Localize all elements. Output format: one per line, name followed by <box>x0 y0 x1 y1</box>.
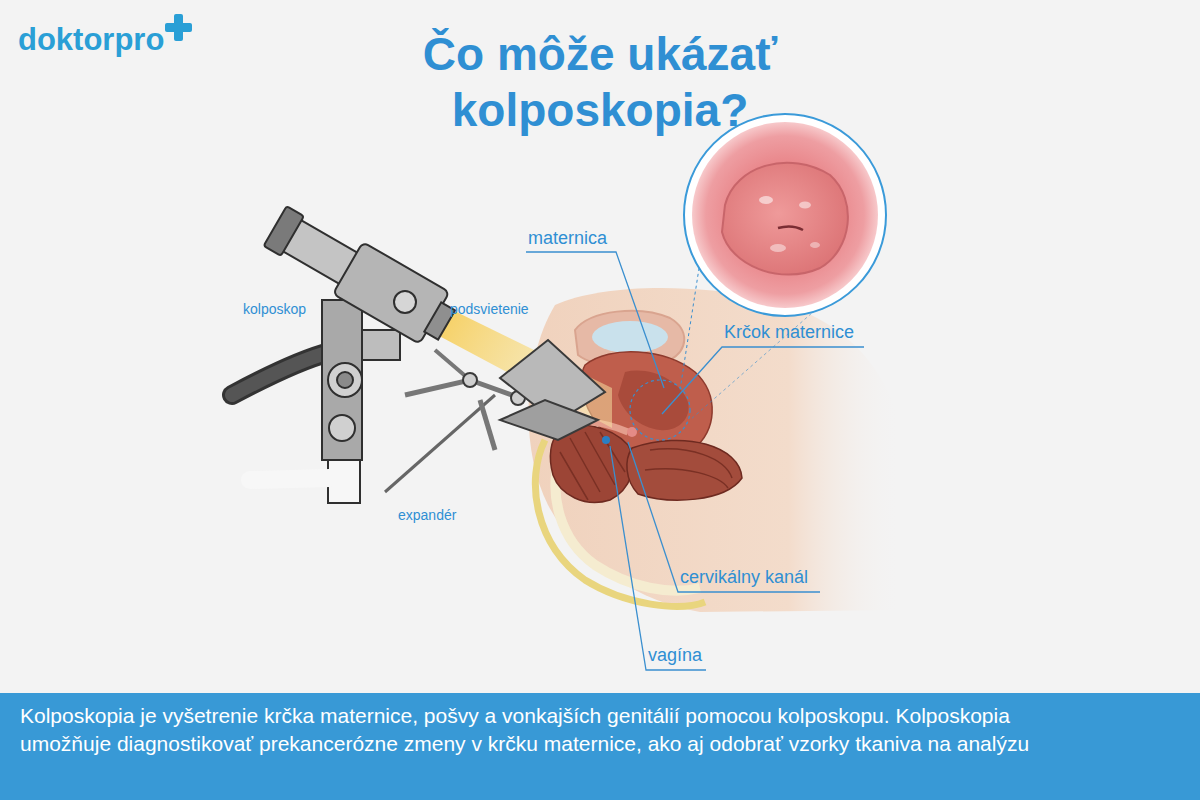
body-section <box>602 436 610 444</box>
logo: doktorpro <box>18 22 164 58</box>
part-label: kolposkop <box>243 301 306 317</box>
speculum <box>480 400 495 450</box>
cervix-inset <box>778 226 803 230</box>
colposcope <box>264 206 304 256</box>
body-section <box>645 449 732 488</box>
cervix-inset <box>770 244 786 252</box>
cervix-inset <box>684 114 886 316</box>
colposcope <box>232 352 330 395</box>
colposcope <box>329 415 355 441</box>
caption: Kolposkopia je vyšetrenie krčka maternic… <box>20 702 1060 758</box>
body-section <box>618 371 689 431</box>
part-label: expandér <box>398 507 456 523</box>
speculum <box>500 400 598 440</box>
anatomy-label: Krčok maternice <box>724 322 854 343</box>
anatomy-label: vagína <box>648 645 702 666</box>
anatomy-label: cervikálny kanál <box>680 567 808 588</box>
cervix-inset <box>759 196 773 204</box>
body-section <box>560 432 625 500</box>
body-section <box>529 288 900 612</box>
speculum <box>463 373 477 387</box>
leader-lines <box>526 252 664 388</box>
part-label: podsvietenie <box>450 301 529 317</box>
cervix-inset <box>722 163 848 275</box>
body-section <box>592 321 668 353</box>
light-beam <box>428 300 612 428</box>
colposcope <box>362 330 400 360</box>
title: Čo môže ukázať kolposkopia? <box>380 26 820 138</box>
speculum <box>385 395 495 492</box>
logo-plus <box>165 14 192 41</box>
body-section <box>630 380 690 440</box>
colposcope <box>337 372 353 388</box>
colposcope <box>232 200 462 503</box>
cervix-inset <box>680 114 886 420</box>
cervix-inset <box>799 202 811 209</box>
leader-lines <box>662 347 864 414</box>
leader-lines <box>610 446 706 670</box>
anatomy-label: maternica <box>528 228 607 249</box>
cervix-inset <box>692 122 878 308</box>
caption-band <box>0 693 1200 800</box>
colposcope <box>394 291 416 313</box>
body-section <box>627 427 637 437</box>
logo-plus <box>165 23 192 32</box>
colposcope <box>250 478 330 480</box>
colposcope <box>232 352 330 395</box>
cervix-inset <box>680 262 700 390</box>
colposcope <box>322 300 362 460</box>
cervix-inset <box>810 242 820 248</box>
colposcope <box>260 200 461 351</box>
body-section <box>529 288 900 612</box>
leader-lines <box>628 442 820 592</box>
colposcope <box>328 363 362 397</box>
speculum <box>385 340 605 492</box>
leader-lines <box>526 252 864 670</box>
